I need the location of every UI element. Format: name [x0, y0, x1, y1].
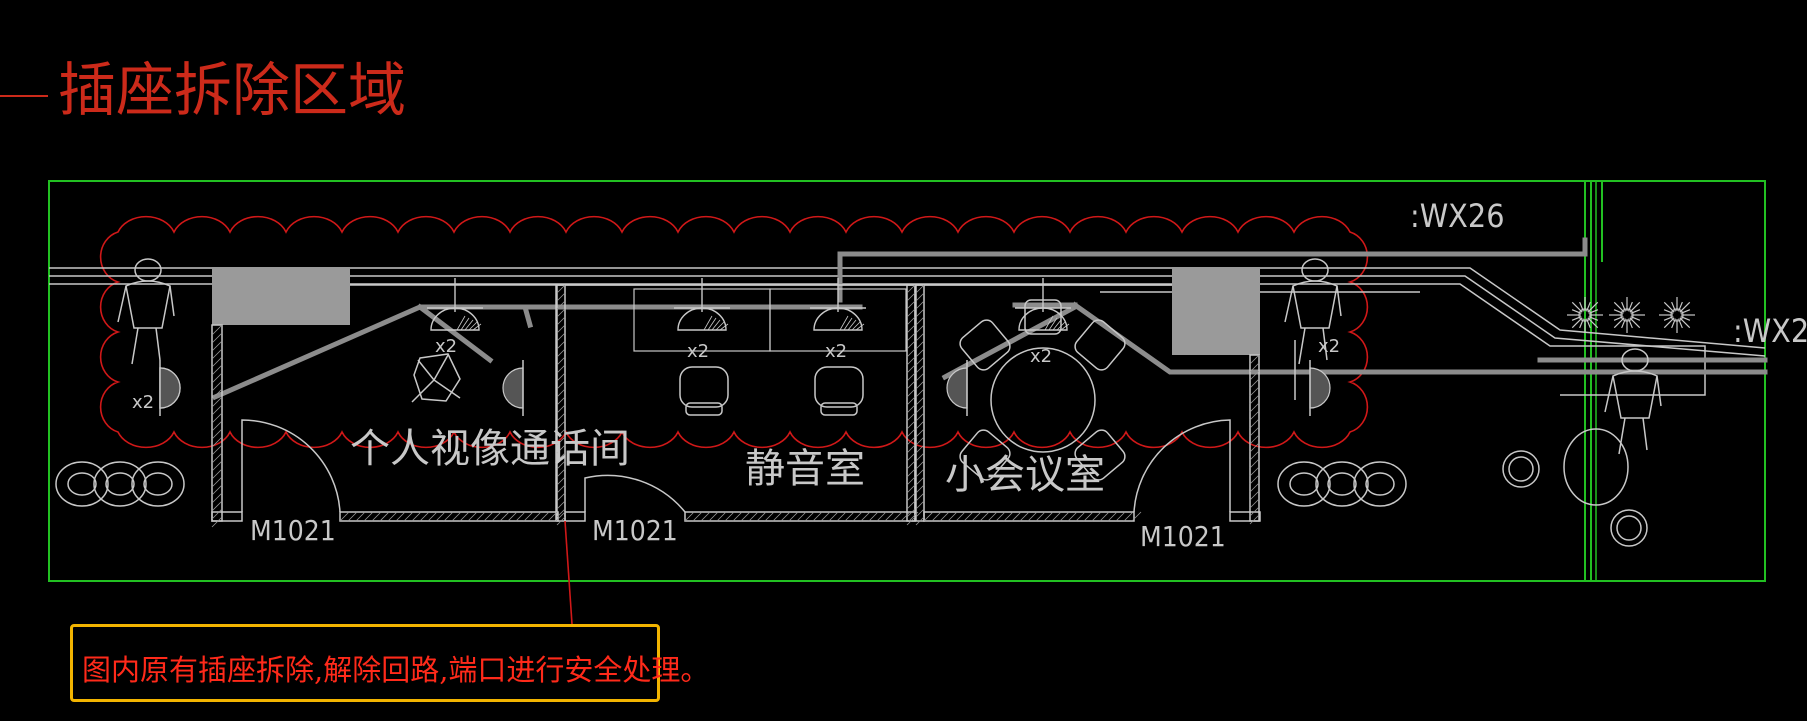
column-circle-icon [1502, 450, 1540, 488]
lamp-icon [674, 278, 730, 331]
room-label-meeting-room: 小会议室 [945, 452, 1105, 498]
column-circle-icon [1610, 509, 1648, 547]
wx26-marker: :WX26 [1410, 197, 1505, 235]
note-leader-line [564, 520, 573, 625]
lamp-icon [810, 278, 866, 331]
office-chair-icon [413, 353, 461, 402]
round-table-icon [990, 347, 1096, 453]
quantity-label: x2 [132, 392, 154, 413]
room-label-video-call: 个人视像通话间 [350, 426, 630, 472]
quantity-label: x2 [1030, 346, 1052, 367]
chair-icon [1074, 429, 1126, 481]
plant-icon [1659, 297, 1695, 333]
chair-icon [959, 319, 1011, 371]
door-label: M1021 [1140, 520, 1226, 553]
room-label-quiet-room: 静音室 [745, 446, 865, 492]
person-icon [117, 258, 175, 365]
chair-icon [679, 366, 729, 408]
people [117, 258, 1662, 455]
wx2-marker: :WX2 [1733, 312, 1807, 350]
sofa-icon [55, 461, 185, 507]
drawing-title: 插座拆除区域 [58, 56, 406, 124]
wall-hatching [211, 284, 1260, 528]
sofa-icon [1277, 461, 1407, 507]
door-label: M1021 [592, 514, 678, 547]
chair-icon [959, 429, 1011, 481]
chairs [411, 299, 1126, 481]
chair-icon [1024, 299, 1062, 335]
plants [1567, 297, 1695, 333]
lamp-icon [427, 278, 483, 331]
sofas [55, 428, 1648, 547]
note-box [70, 624, 660, 702]
ceiling-lamps [427, 278, 1071, 331]
quantity-label: x2 [1318, 336, 1340, 357]
chair-icon [814, 366, 864, 408]
equipment-block [212, 267, 350, 325]
person-icon [1284, 258, 1342, 365]
chair-icon [1074, 319, 1126, 371]
plant-icon [1567, 297, 1603, 333]
desk-outlines [633, 288, 907, 352]
table-icon [1563, 428, 1629, 506]
quantity-label: x2 [687, 341, 709, 362]
room-walls [211, 284, 1261, 522]
revision-cloud [99, 215, 1369, 449]
plant-icon [1609, 297, 1645, 333]
door-label: M1021 [250, 514, 336, 547]
quantity-label: x2 [435, 336, 457, 357]
door-swings [241, 419, 1231, 513]
quantity-label: x2 [825, 341, 847, 362]
equipment-block [1172, 267, 1260, 355]
person-icon [1604, 348, 1662, 455]
conduit-route [211, 237, 1768, 401]
plan-frame [48, 180, 1766, 582]
outlet-symbols [159, 340, 1331, 416]
note-text: 图内原有插座拆除,解除回路,端口进行安全处理。 [82, 653, 710, 687]
